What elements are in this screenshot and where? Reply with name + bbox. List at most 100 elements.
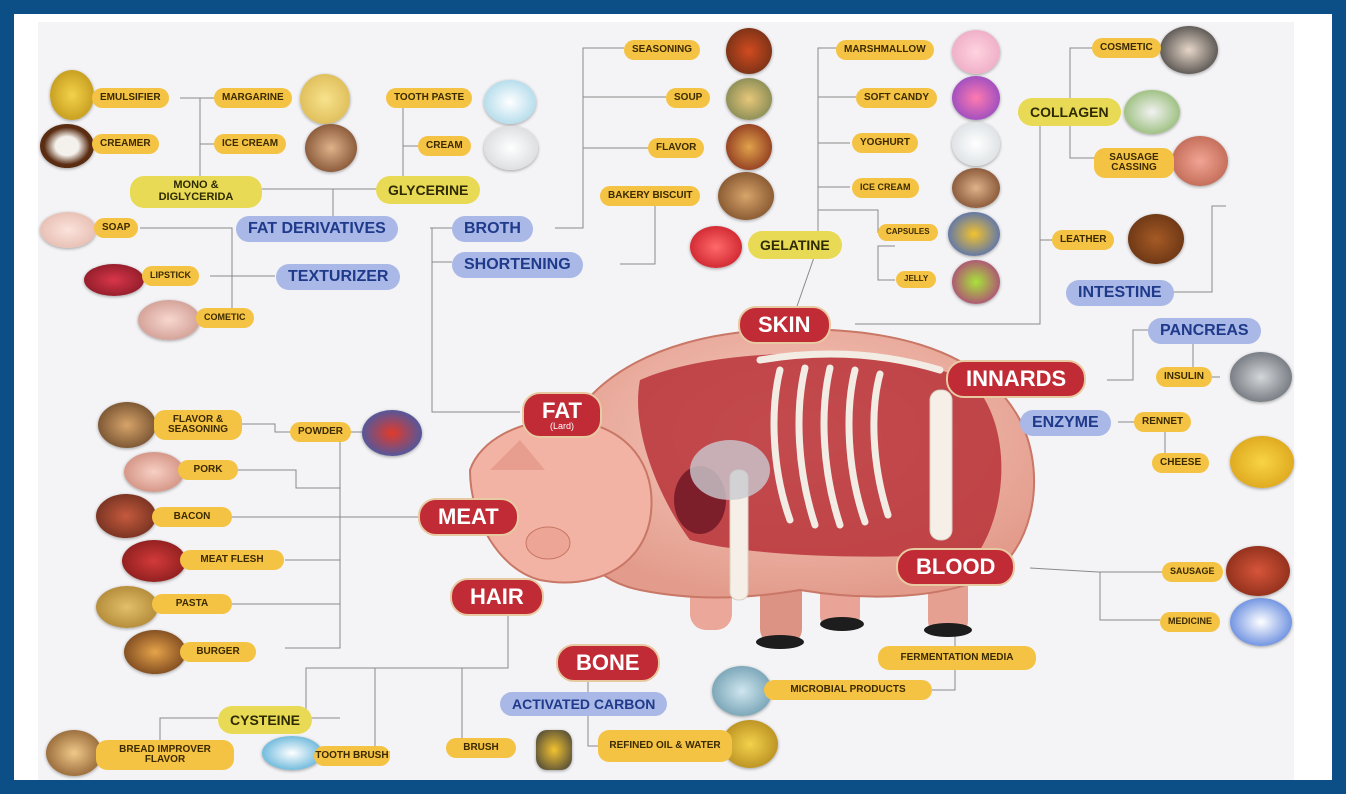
label-capsules: CAPSULES bbox=[878, 224, 938, 241]
flavor-seasoning-photo bbox=[98, 402, 156, 448]
group-gelatine: GELATINE bbox=[748, 231, 842, 259]
pig-lungs bbox=[690, 440, 770, 500]
biscuit-photo bbox=[718, 172, 774, 220]
lipstick-photo bbox=[84, 264, 144, 296]
label-margarine: MARGARINE bbox=[214, 88, 292, 108]
label-fermentation-media: FERMENTATION MEDIA bbox=[878, 646, 1036, 670]
label-pasta: PASTA bbox=[152, 594, 232, 614]
microbial-photo bbox=[712, 666, 772, 716]
bread-photo bbox=[46, 730, 102, 776]
category-blood: BLOOD bbox=[896, 548, 1015, 586]
label-lipstick: LIPSTICK bbox=[142, 266, 199, 286]
label-bread-improver: BREAD IMPROVER FLAVOR bbox=[96, 740, 234, 770]
group-fat-derivatives: FAT DERIVATIVES bbox=[236, 216, 398, 242]
label-tooth-paste: TOOTH PASTE bbox=[386, 88, 472, 108]
label-cheese: CHEESE bbox=[1152, 453, 1209, 473]
marshmallow-photo bbox=[952, 30, 1000, 74]
label-ice-cream-gel: ICE CREAM bbox=[852, 178, 919, 198]
label-creamer: CREAMER bbox=[92, 134, 159, 154]
group-activated-carbon: ACTIVATED CARBON bbox=[500, 692, 667, 716]
margarine-photo bbox=[300, 74, 350, 124]
group-pancreas: PANCREAS bbox=[1148, 318, 1261, 344]
label-pork: PORK bbox=[178, 460, 238, 480]
label-sausage: SAUSAGE bbox=[1162, 562, 1223, 582]
group-cysteine: CYSTEINE bbox=[218, 706, 312, 734]
label-medicine: MEDICINE bbox=[1160, 612, 1220, 632]
sausage-casing-photo bbox=[1172, 136, 1228, 186]
label-soap: SOAP bbox=[94, 218, 138, 238]
sausage-photo bbox=[1226, 546, 1290, 596]
gelatine-photo bbox=[690, 226, 742, 268]
leather-photo bbox=[1128, 214, 1184, 264]
soft-candy-photo bbox=[952, 76, 1000, 120]
insulin-photo bbox=[1230, 352, 1292, 402]
pasta-photo bbox=[96, 586, 158, 628]
label-insulin: INSULIN bbox=[1156, 367, 1212, 387]
label-yoghurt: YOGHURT bbox=[852, 133, 918, 153]
group-collagen: COLLAGEN bbox=[1018, 98, 1121, 126]
bacon-photo bbox=[96, 494, 156, 538]
cometic-photo bbox=[138, 300, 200, 340]
tooth-paste-photo bbox=[484, 80, 536, 124]
group-glycerine: GLYCERINE bbox=[376, 176, 480, 204]
label-meat-flesh: MEAT FLESH bbox=[180, 550, 284, 570]
label-bacon: BACON bbox=[152, 507, 232, 527]
collagen-photo bbox=[1124, 90, 1180, 134]
hoof-icon bbox=[924, 623, 972, 637]
category-hair: HAIR bbox=[450, 578, 544, 616]
cosmetic-photo bbox=[1160, 26, 1218, 74]
label-burger: BURGER bbox=[180, 642, 256, 662]
group-broth: BROTH bbox=[452, 216, 533, 242]
fat-sub-label: (Lard) bbox=[550, 422, 574, 431]
label-cream: CREAM bbox=[418, 136, 471, 156]
label-seasoning: SEASONING bbox=[624, 40, 700, 60]
capsules-photo bbox=[948, 212, 1000, 256]
pig-snout bbox=[526, 527, 570, 559]
label-soup: SOUP bbox=[666, 88, 710, 108]
label-ice-cream-fat: ICE CREAM bbox=[214, 134, 286, 154]
label-powder: POWDER bbox=[290, 422, 351, 442]
label-sausage-casing: SAUSAGE CASSING bbox=[1094, 148, 1174, 178]
soup-photo bbox=[726, 78, 772, 120]
meat-flesh-photo bbox=[122, 540, 186, 582]
label-microbial-products: MICROBIAL PRODUCTS bbox=[764, 680, 932, 700]
group-shortening: SHORTENING bbox=[452, 252, 583, 278]
tooth-brush-photo bbox=[262, 736, 322, 770]
group-enzyme: ENZYME bbox=[1020, 410, 1111, 436]
label-refined-oil: REFINED OIL & WATER bbox=[598, 730, 732, 762]
group-texturizer: TEXTURIZER bbox=[276, 264, 400, 290]
label-leather: LEATHER bbox=[1052, 230, 1114, 250]
label-emulsifier: EMULSIFIER bbox=[92, 88, 169, 108]
label-tooth-brush: TOOTH BRUSH bbox=[314, 746, 390, 766]
burger-photo bbox=[124, 630, 186, 674]
fat-label: FAT bbox=[542, 399, 582, 422]
hoof-icon bbox=[820, 617, 864, 631]
ice-cream-photo bbox=[305, 124, 357, 172]
jelly-photo bbox=[952, 260, 1000, 304]
label-jelly: JELLY bbox=[896, 271, 936, 288]
creamer-photo bbox=[40, 124, 94, 168]
group-mono: MONO & DIGLYCERIDA bbox=[130, 176, 262, 208]
brush-photo bbox=[536, 730, 572, 770]
label-brush: BRUSH bbox=[446, 738, 516, 758]
ice-cream-gel-photo bbox=[952, 168, 1000, 208]
soap-photo bbox=[40, 212, 96, 248]
yoghurt-photo bbox=[952, 122, 1000, 166]
medicine-photo bbox=[1230, 598, 1292, 646]
category-bone: BONE bbox=[556, 644, 660, 682]
flavor-photo bbox=[726, 124, 772, 170]
emulsifier-photo bbox=[50, 70, 94, 120]
group-intestine: INTESTINE bbox=[1066, 280, 1174, 306]
category-innards: INNARDS bbox=[946, 360, 1086, 398]
label-marshmallow: MARSHMALLOW bbox=[836, 40, 934, 60]
seasoning-photo bbox=[726, 28, 772, 74]
category-skin: SKIN bbox=[738, 306, 831, 344]
label-flavor-seasoning: FLAVOR & SEASONING bbox=[154, 410, 242, 440]
label-cosmetic: COSMETIC bbox=[1092, 38, 1161, 58]
pork-photo bbox=[124, 452, 184, 492]
category-meat: MEAT bbox=[418, 498, 519, 536]
label-flavor: FLAVOR bbox=[648, 138, 704, 158]
label-cometic: COMETIC bbox=[196, 308, 254, 328]
cream-photo bbox=[484, 126, 538, 170]
cheese-photo bbox=[1230, 436, 1294, 488]
